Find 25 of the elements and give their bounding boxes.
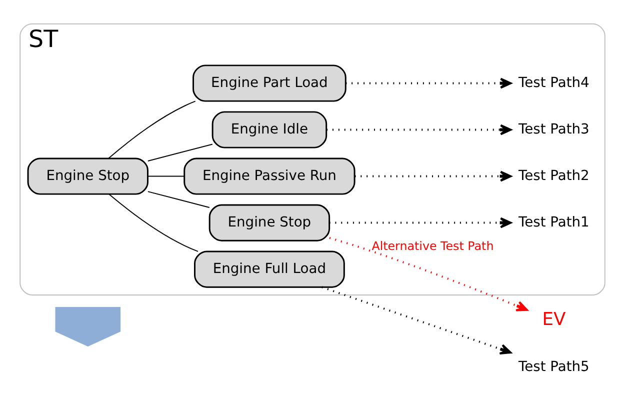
arrow bbox=[329, 216, 512, 228]
node-box: Engine Passive Run bbox=[184, 157, 356, 194]
node-text: Test Path3 bbox=[518, 120, 590, 137]
arrow bbox=[354, 170, 512, 182]
arrow bbox=[329, 236, 528, 311]
node-box: Engine Stop bbox=[208, 204, 330, 241]
arrow bbox=[326, 124, 512, 135]
node-text: Test Path2 bbox=[518, 167, 590, 184]
connector bbox=[108, 100, 196, 158]
node-box: Engine Idle bbox=[212, 110, 328, 148]
node-box: Engine Part Load bbox=[192, 64, 346, 102]
node-text: Test Path1 bbox=[518, 214, 590, 230]
node-box: Engine Stop bbox=[27, 157, 148, 194]
connector bbox=[108, 193, 198, 252]
node-box: Engine Full Load bbox=[194, 250, 345, 288]
connector bbox=[147, 190, 210, 208]
node-text: Test Path5 bbox=[518, 358, 590, 374]
connector bbox=[147, 175, 185, 176]
arrow bbox=[346, 77, 512, 88]
connector bbox=[147, 143, 213, 161]
edge-label: Alternative Test Path bbox=[372, 238, 494, 253]
node-arrow bbox=[55, 306, 121, 346]
node-text: Test Path4 bbox=[518, 74, 590, 90]
node-text: EV bbox=[542, 308, 566, 330]
arrow bbox=[322, 286, 512, 354]
